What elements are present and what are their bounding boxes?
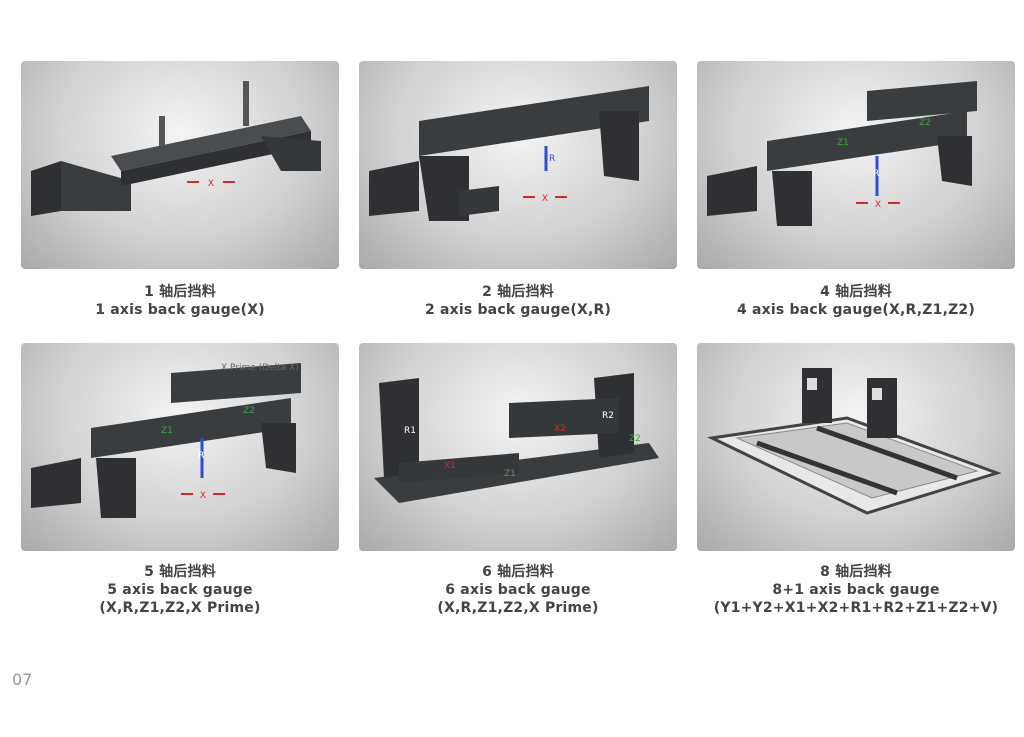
caption-en: 5 axis back gauge <box>107 582 253 598</box>
axis-label-r: R <box>873 169 879 179</box>
caption-axes: (X,R,Z1,Z2,X Prime) <box>437 600 599 616</box>
page-number: 07 <box>12 670 33 689</box>
axis-label-r: R <box>198 451 204 461</box>
image-5-axis-back-gauge: X Prime (Delta X) Z1 Z2 R X <box>21 343 339 551</box>
caption-axes: (Y1+Y2+X1+X2+R1+R2+Z1+Z2+V) <box>713 600 999 616</box>
caption-cn: 6 轴后挡料 <box>482 564 554 580</box>
caption-1: 1 轴后挡料 1 axis back gauge(X) <box>21 283 339 319</box>
caption-3: 4 轴后挡料 4 axis back gauge(X,R,Z1,Z2) <box>697 283 1015 319</box>
caption-axes: (X,R,Z1,Z2,X Prime) <box>99 600 261 616</box>
caption-en: 1 axis back gauge(X) <box>95 302 265 318</box>
axis-label-r: R <box>549 154 555 164</box>
axis-label-x: X <box>875 200 881 210</box>
caption-cn: 4 轴后挡料 <box>820 284 892 300</box>
image-8-plus-1-axis-back-gauge <box>697 343 1015 551</box>
caption-6: 8 轴后挡料 8+1 axis back gauge (Y1+Y2+X1+X2+… <box>697 563 1015 617</box>
caption-2: 2 轴后挡料 2 axis back gauge(X,R) <box>359 283 677 319</box>
axis-label-r1: R1 <box>404 426 416 436</box>
image-6-axis-back-gauge: R1 R2 X1 X2 Z1 Z2 <box>359 343 677 551</box>
axis-label-z1: Z1 <box>161 426 173 436</box>
caption-4: 5 轴后挡料 5 axis back gauge (X,R,Z1,Z2,X Pr… <box>21 563 339 617</box>
caption-cn: 5 轴后挡料 <box>144 564 216 580</box>
caption-en: 8+1 axis back gauge <box>772 582 940 598</box>
image-2-axis-back-gauge: R X <box>359 61 677 269</box>
axis-label-z2: Z2 <box>919 118 931 128</box>
axis-label-x1: X1 <box>444 461 456 471</box>
image-4-axis-back-gauge: Z1 Z2 R X <box>697 61 1015 269</box>
axis-label-z1: Z1 <box>837 138 849 148</box>
axis-label-z2: Z2 <box>243 406 255 416</box>
caption-cn: 2 轴后挡料 <box>482 284 554 300</box>
axis-label-x-prime: X Prime (Delta X) <box>221 363 299 373</box>
axis-label-x2: X2 <box>554 424 566 434</box>
axis-label-x: X <box>208 179 214 189</box>
caption-en: 2 axis back gauge(X,R) <box>424 302 612 318</box>
axis-label-r2: R2 <box>602 411 614 421</box>
image-1-axis-back-gauge: X <box>21 61 339 269</box>
caption-en: 4 axis back gauge(X,R,Z1,Z2) <box>737 302 975 318</box>
axis-label-z2: Z2 <box>629 434 641 444</box>
caption-en: 6 axis back gauge <box>445 582 591 598</box>
caption-cn: 1 轴后挡料 <box>144 284 216 300</box>
caption-5: 6 轴后挡料 6 axis back gauge (X,R,Z1,Z2,X Pr… <box>359 563 677 617</box>
caption-cn: 8 轴后挡料 <box>820 564 892 580</box>
axis-label-z1: Z1 <box>504 469 516 479</box>
axis-label-x: X <box>200 491 206 501</box>
axis-label-x: X <box>542 194 548 204</box>
